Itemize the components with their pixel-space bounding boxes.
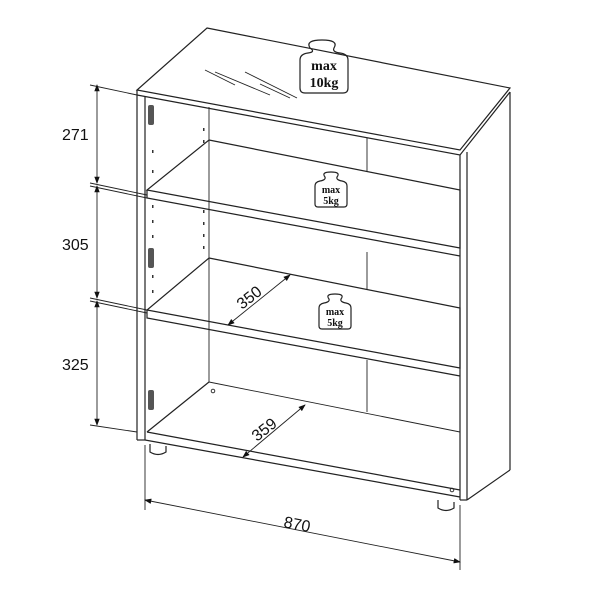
bottom-depth-label: 359 — [249, 415, 281, 445]
shelf-pin-holes — [152, 128, 205, 293]
width-label: 870 — [282, 514, 312, 536]
cabinet-feet — [149, 444, 455, 512]
shelf-depth-arrow — [227, 274, 291, 326]
svg-text:max: max — [322, 185, 340, 196]
weight-icon-upper-shelf: max 5kg — [314, 171, 348, 208]
svg-text:max: max — [311, 59, 337, 74]
shelf-lower — [145, 257, 461, 377]
bottom-depth-arrow — [242, 404, 306, 458]
svg-text:5kg: 5kg — [327, 318, 343, 329]
svg-text:10kg: 10kg — [310, 76, 339, 91]
weight-icon-lower-shelf: max 5kg — [318, 293, 352, 330]
height-bottom-label: 325 — [62, 357, 89, 374]
cabinet-top — [135, 27, 512, 156]
shelf-depth-label: 350 — [234, 283, 266, 313]
back-panel — [208, 107, 461, 433]
svg-text:max: max — [326, 307, 344, 318]
hinge-icon — [148, 105, 154, 410]
width-dimension — [144, 445, 461, 570]
cabinet-bottom — [144, 381, 461, 498]
height-top-label: 271 — [62, 127, 89, 144]
weight-icon-top: max 10kg — [299, 39, 349, 94]
height-middle-label: 305 — [62, 237, 89, 254]
svg-text:5kg: 5kg — [323, 196, 339, 207]
height-dimensions — [89, 84, 148, 433]
shelf-upper — [145, 139, 461, 257]
